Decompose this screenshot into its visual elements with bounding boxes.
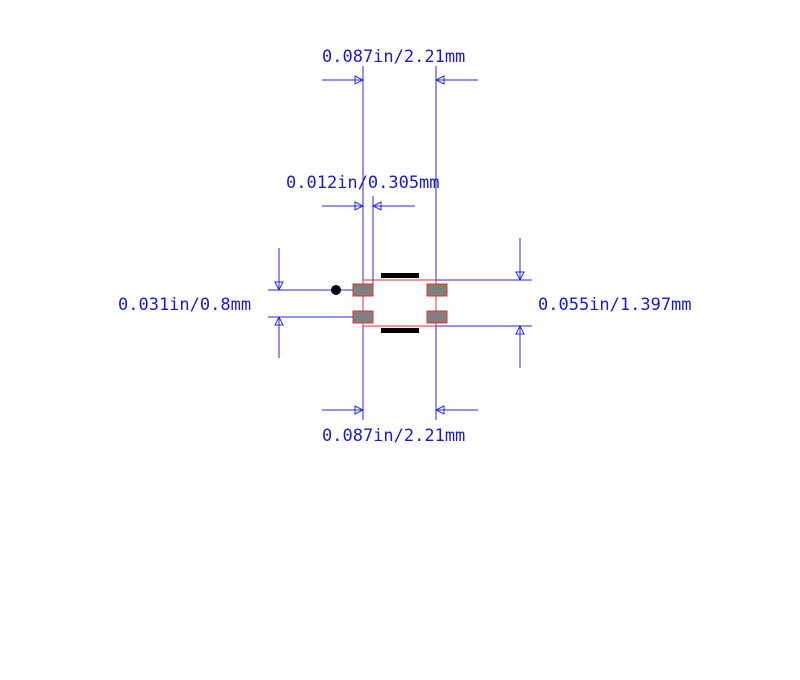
silkscreen-top-bar [381,273,419,278]
dimension-width-bottom: 0.087in/2.21mm [322,405,478,446]
pad-4 [426,283,448,297]
dimension-pad-width-label: 0.012in/0.305mm [286,173,440,193]
dimension-pitch-label: 0.031in/0.8mm [118,295,251,315]
pad-1 [352,283,374,297]
pad-3 [426,310,448,324]
dimension-pad-width: 0.012in/0.305mm [286,173,440,284]
pin1-marker-dot [331,285,341,295]
pad-2 [352,310,374,324]
dimension-height: 0.055in/1.397mm [436,238,692,368]
dimension-pitch: 0.031in/0.8mm [118,248,363,358]
dimension-width-top-label: 0.087in/2.21mm [322,47,465,67]
dimension-height-label: 0.055in/1.397mm [538,295,692,315]
silkscreen-bottom-bar [381,328,419,333]
component-outline [362,279,437,327]
dimension-width-bottom-label: 0.087in/2.21mm [322,426,465,446]
dimension-width-top: 0.087in/2.21mm [322,47,478,420]
